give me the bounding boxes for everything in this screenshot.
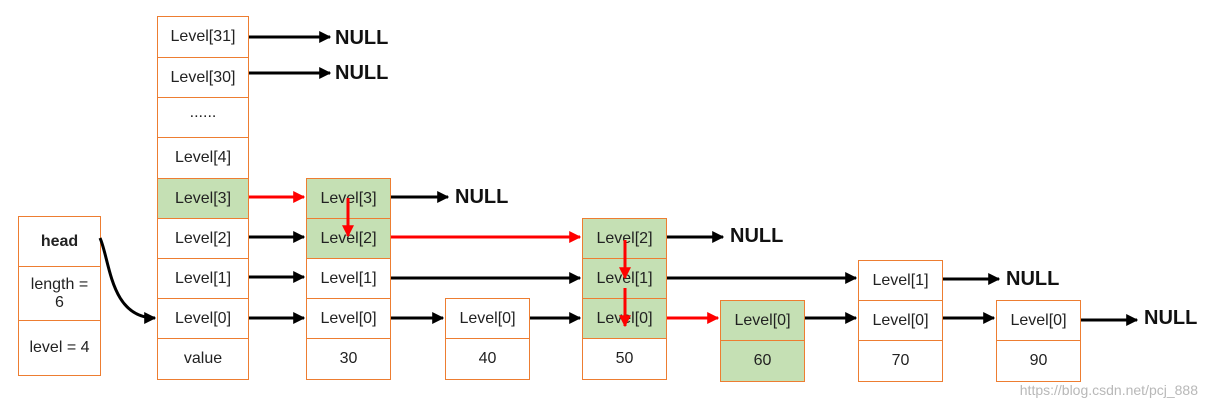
- node-90-level-0: Level[0]: [996, 300, 1081, 341]
- null-label-node-70-level-1: NULL: [1006, 268, 1060, 290]
- head-title: head: [18, 216, 101, 267]
- null-label-header-level-30: NULL: [335, 62, 389, 84]
- header-level-3: Level[3]: [157, 178, 249, 219]
- node-30-level-2: Level[2]: [306, 218, 391, 259]
- node-30-level-0: Level[0]: [306, 298, 391, 339]
- node-70-level-0: Level[0]: [858, 300, 943, 341]
- header-level-ellipsis: ......: [157, 97, 249, 138]
- header-level-1: Level[1]: [157, 258, 249, 299]
- node-40-value: 40: [445, 338, 530, 380]
- node-60-value: 60: [720, 340, 805, 382]
- header-level-31: Level[31]: [157, 16, 249, 58]
- node-50-value: 50: [582, 338, 667, 380]
- null-label-node-50-level-2: NULL: [730, 225, 784, 247]
- node-40-level-0: Level[0]: [445, 298, 530, 339]
- watermark-url: https://blog.csdn.net/pcj_888: [1019, 382, 1198, 398]
- head-to-header-arrow: [98, 237, 157, 324]
- header-value: value: [157, 338, 249, 380]
- null-label-node-90-level-0: NULL: [1144, 307, 1198, 329]
- node-70-level-1: Level[1]: [858, 260, 943, 301]
- node-30-value: 30: [306, 338, 391, 380]
- node-70-value: 70: [858, 340, 943, 382]
- header-level-30: Level[30]: [157, 57, 249, 98]
- head-level: level = 4: [18, 320, 101, 376]
- null-label-node-30-level-3: NULL: [455, 186, 509, 208]
- node-90-value: 90: [996, 340, 1081, 382]
- head-length: length = 6: [18, 266, 101, 321]
- null-label-header-level-31: NULL: [335, 27, 389, 49]
- header-level-4: Level[4]: [157, 137, 249, 179]
